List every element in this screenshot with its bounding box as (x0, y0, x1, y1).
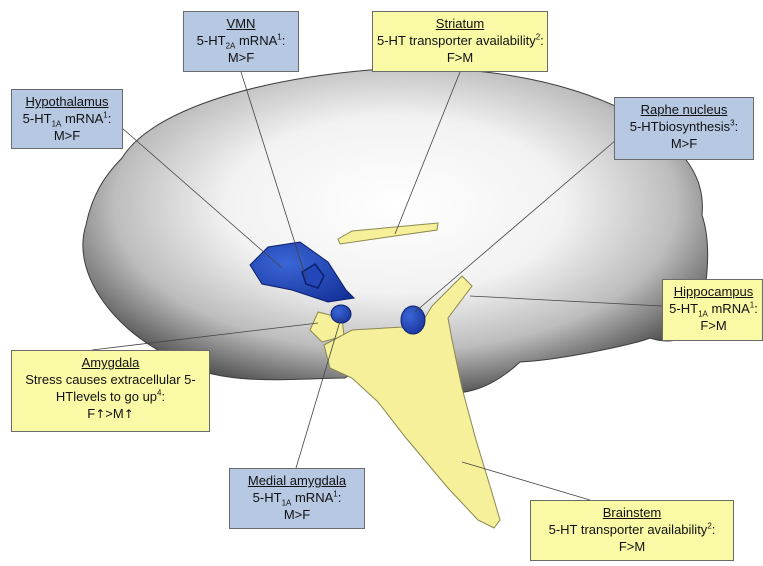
medial-amygdala-result: M>F (234, 506, 360, 523)
up-arrow-icon: ↑ (124, 407, 134, 421)
brainstem-title: Brainstem (535, 504, 729, 521)
raphe-nucleus-label: Raphe nucleus 5-HTbiosynthesis3: M>F (614, 97, 754, 160)
amygdala-line1: Stress causes extracellular 5- (16, 371, 205, 388)
raphe-nucleus-title: Raphe nucleus (619, 101, 749, 118)
striatum-label: Striatum 5-HT transporter availability2:… (372, 11, 548, 72)
medial-amygdala-region (331, 305, 351, 323)
amygdala-label: Amygdala Stress causes extracellular 5- … (11, 350, 210, 432)
hypothalamus-result: M>F (16, 127, 118, 144)
hippocampus-result: F>M (665, 317, 762, 334)
hippocampus-title: Hippocampus (665, 283, 762, 300)
medial-amygdala-title: Medial amygdala (234, 472, 360, 489)
raphe-nucleus-region (401, 306, 425, 334)
hypothalamus-label: Hypothalamus 5-HT1A mRNA1: M>F (11, 89, 123, 149)
vmn-result: M>F (188, 49, 294, 66)
raphe-nucleus-result: M>F (619, 135, 749, 152)
striatum-title: Striatum (377, 15, 543, 32)
vmn-title: VMN (188, 15, 294, 32)
amygdala-result: F↑>M↑ (16, 405, 205, 423)
up-arrow-icon: ↑ (95, 407, 105, 421)
medial-amygdala-label: Medial amygdala 5-HT1A mRNA1: M>F (229, 468, 365, 529)
hippocampus-label: Hippocampus 5-HT1A mRNA1: F>M (662, 279, 763, 341)
brainstem-result: F>M (535, 538, 729, 555)
striatum-result: F>M (377, 49, 543, 66)
hypothalamus-title: Hypothalamus (16, 93, 118, 110)
vmn-label: VMN 5-HT2A mRNA1: M>F (183, 11, 299, 72)
brainstem-label: Brainstem 5-HT transporter availability2… (530, 500, 734, 561)
amygdala-title: Amygdala (16, 354, 205, 371)
